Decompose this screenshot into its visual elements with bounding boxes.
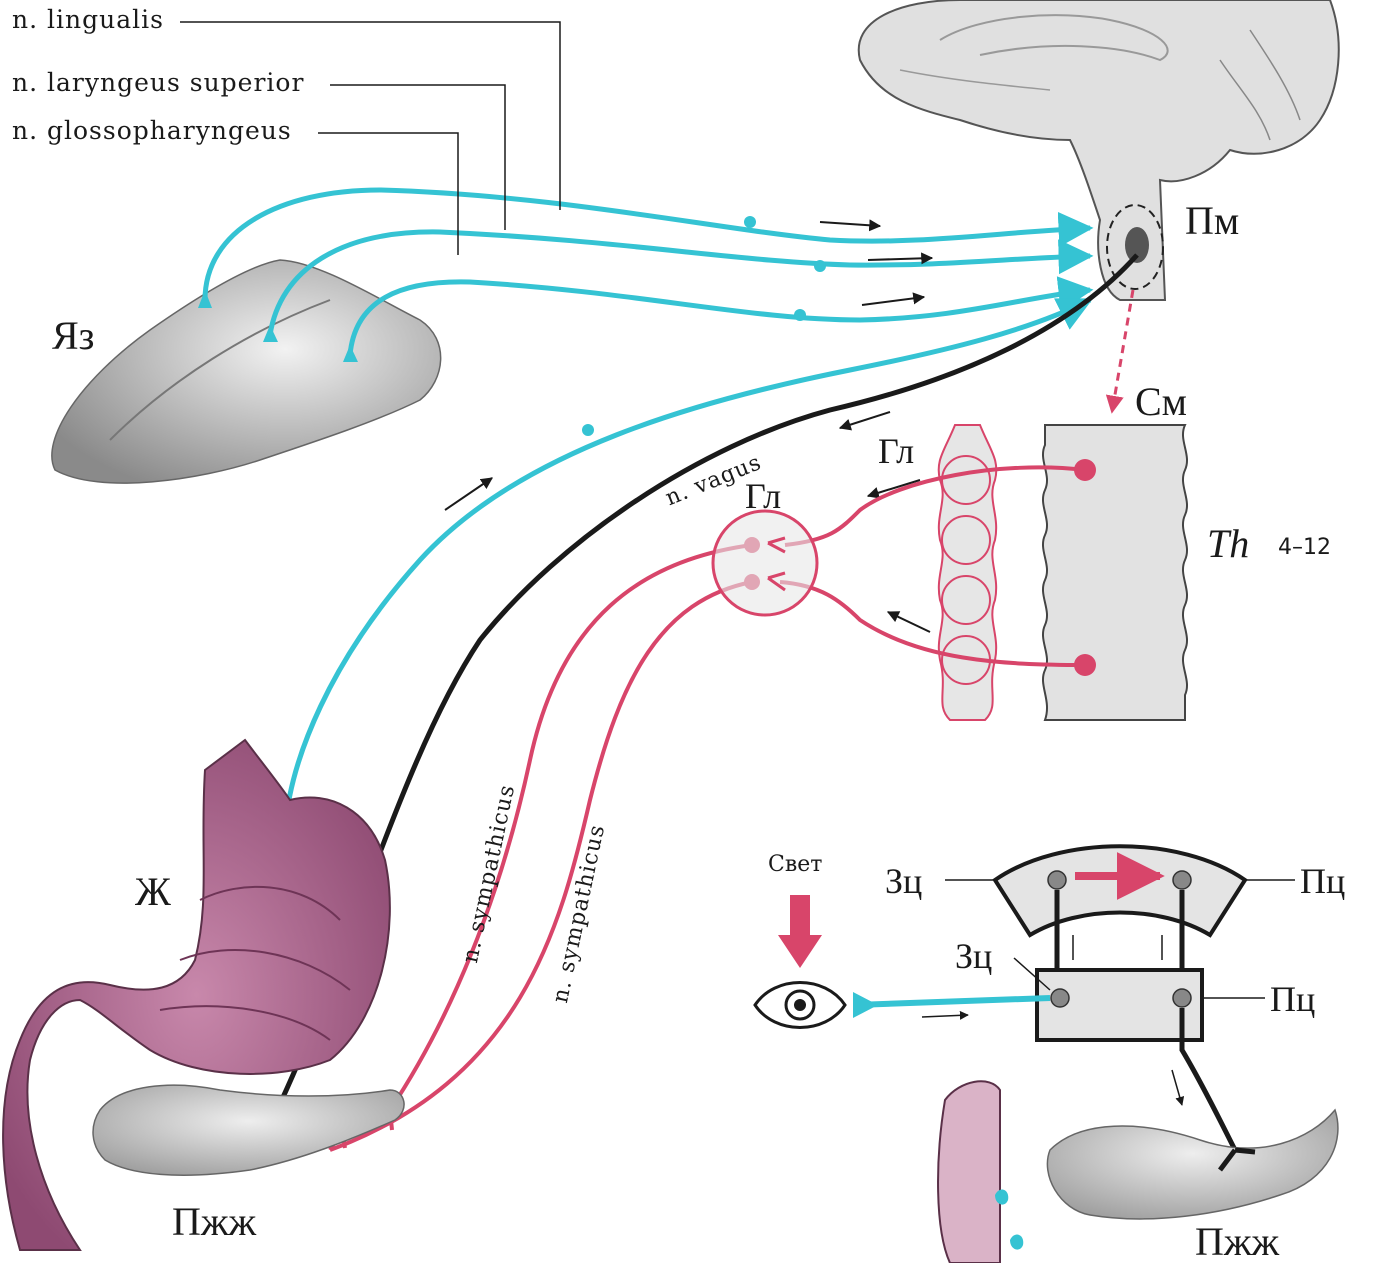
label-thoracic-range: 4–12 — [1278, 535, 1331, 560]
medulla-to-cord-arrow — [1112, 290, 1133, 412]
label-n-lingualis: n. lingualis — [12, 5, 164, 34]
label-stomach: Ж — [135, 868, 171, 915]
label-medulla: Пм — [1185, 197, 1239, 244]
label-ganglion-main: Гл — [745, 475, 781, 517]
eye-icon — [755, 983, 845, 1028]
label-cond-center-top: Зц — [885, 860, 922, 902]
label-spinal-cord: См — [1135, 378, 1187, 425]
label-n-glossopharyngeus: n. glossopharyngeus — [12, 116, 292, 145]
label-tongue: Яз — [52, 312, 94, 359]
label-thoracic: Th — [1207, 520, 1249, 567]
label-pancreas-main: Пжж — [172, 1198, 256, 1245]
label-uncond-center-top: Пц — [1300, 860, 1345, 902]
pancreas-main — [93, 1085, 404, 1175]
label-pancreas-inset: Пжж — [1195, 1218, 1279, 1265]
optic-afferent — [855, 998, 1050, 1005]
tongue — [52, 260, 441, 483]
brain — [859, 0, 1339, 300]
light-arrow — [778, 895, 822, 968]
label-light: Свет — [768, 852, 822, 877]
label-cond-center-bottom: Зц — [955, 935, 992, 977]
label-ganglion-upper: Гл — [878, 430, 914, 472]
label-n-laryngeus-superior: n. laryngeus superior — [12, 68, 304, 97]
label-uncond-center-bottom: Пц — [1270, 978, 1315, 1020]
ganglion — [713, 511, 817, 615]
